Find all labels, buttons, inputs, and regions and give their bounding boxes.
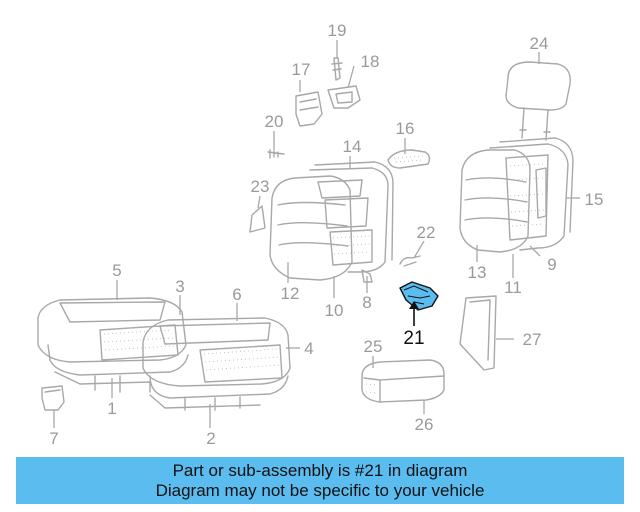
callout-16: 16 [396, 119, 415, 138]
callout-10: 10 [325, 301, 344, 320]
callout-23: 23 [251, 177, 270, 196]
callout-6: 6 [232, 285, 241, 304]
callout-5: 5 [112, 261, 121, 280]
callout-11: 11 [504, 278, 522, 297]
banner-line-2: Diagram may not be specific to your vehi… [155, 481, 485, 500]
cover-part-16 [387, 149, 431, 169]
callout-9: 9 [547, 255, 556, 274]
seat-back-right [459, 137, 574, 253]
headrest-24 [505, 61, 571, 141]
callout-14: 14 [343, 137, 362, 156]
callout-1: 1 [107, 399, 116, 418]
latch-part-18 [327, 85, 361, 109]
callout-7: 7 [49, 429, 58, 448]
bracket-part-17 [295, 91, 323, 127]
screw-part-20 [267, 149, 285, 159]
callout-labels: 1 2 3 4 5 6 7 8 9 10 11 12 13 14 15 16 1… [49, 21, 603, 448]
callout-8: 8 [362, 293, 371, 312]
callout-24: 24 [530, 34, 549, 53]
callout-22: 22 [417, 223, 436, 242]
bolt-part-19 [331, 57, 343, 81]
callout-12: 12 [281, 284, 300, 303]
callout-17: 17 [292, 60, 311, 79]
seat-cushion-right [142, 317, 291, 411]
callout-25: 25 [364, 337, 383, 356]
leader-lines [53, 40, 580, 428]
callout-18: 18 [361, 52, 380, 71]
callout-27: 27 [523, 330, 542, 349]
seat-back-left [249, 161, 394, 283]
callout-26: 26 [415, 415, 434, 434]
callout-21: 21 [403, 328, 424, 349]
parts-diagram: 1 2 3 4 5 6 7 8 9 10 11 12 13 14 15 16 1… [37, 21, 603, 448]
callout-20: 20 [265, 112, 284, 131]
callout-15: 15 [585, 190, 604, 209]
highlighted-part-21 [399, 281, 439, 311]
banner-line-1: Part or sub-assembly is #21 in diagram [172, 461, 468, 480]
callout-19: 19 [328, 21, 347, 40]
callout-13: 13 [468, 263, 487, 282]
clip-part-7 [41, 385, 65, 411]
callout-4: 4 [304, 339, 313, 358]
armrest-part-26 [361, 359, 445, 403]
hook-part-22 [399, 255, 421, 267]
callout-2: 2 [206, 429, 215, 448]
seat-cushion-left [37, 297, 189, 393]
info-banner: Part or sub-assembly is #21 in diagram D… [16, 457, 624, 504]
panel-part-27 [459, 295, 497, 371]
callout-3: 3 [175, 277, 184, 296]
